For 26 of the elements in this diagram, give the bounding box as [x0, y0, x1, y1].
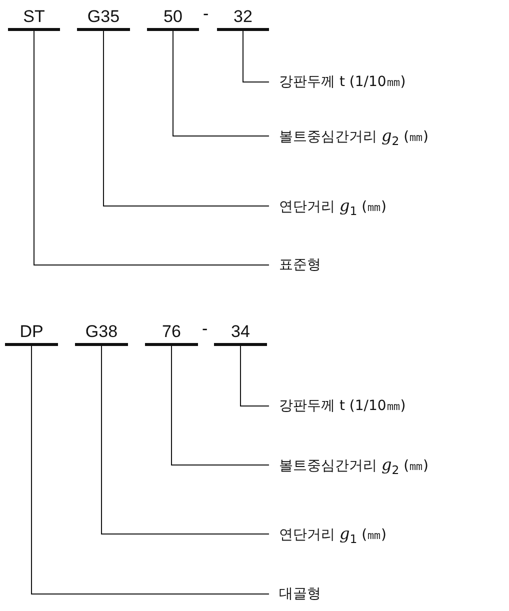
- description-text: 볼트중심간거리 g$_{2}$ (㎜): [279, 126, 428, 146]
- leader-line: [242, 30, 270, 82]
- code-segment: ST: [8, 6, 60, 31]
- description-text: 강판두께 t (1/10㎜): [279, 396, 406, 416]
- leader-line: [34, 30, 270, 266]
- hyphen-separator: -: [203, 3, 209, 25]
- code-segment: G38: [75, 321, 128, 346]
- hyphen-separator: -: [202, 318, 208, 340]
- leader-line: [101, 346, 270, 534]
- leader-line: [171, 346, 270, 466]
- description-text: 표준형: [279, 255, 321, 275]
- description-text: 대골형: [279, 584, 321, 604]
- description-text: 볼트중심간거리 g$_{2}$ (㎜): [279, 455, 428, 475]
- leader-line: [240, 346, 270, 406]
- code-segment: 34: [214, 321, 267, 346]
- code-segment: G35: [77, 6, 130, 31]
- code-segment: DP: [5, 321, 58, 346]
- leader-line: [103, 30, 270, 206]
- description-text: 연단거리 g$_{1}$ (㎜): [279, 524, 386, 544]
- code-segment: 32: [217, 6, 269, 31]
- description-text: 강판두께 t (1/10㎜): [279, 72, 406, 92]
- code-segment: 50: [147, 6, 199, 31]
- description-text: 연단거리 g$_{1}$ (㎜): [279, 196, 386, 216]
- code-segment: 76: [145, 321, 198, 346]
- leader-line: [31, 346, 270, 594]
- leader-line: [172, 30, 270, 136]
